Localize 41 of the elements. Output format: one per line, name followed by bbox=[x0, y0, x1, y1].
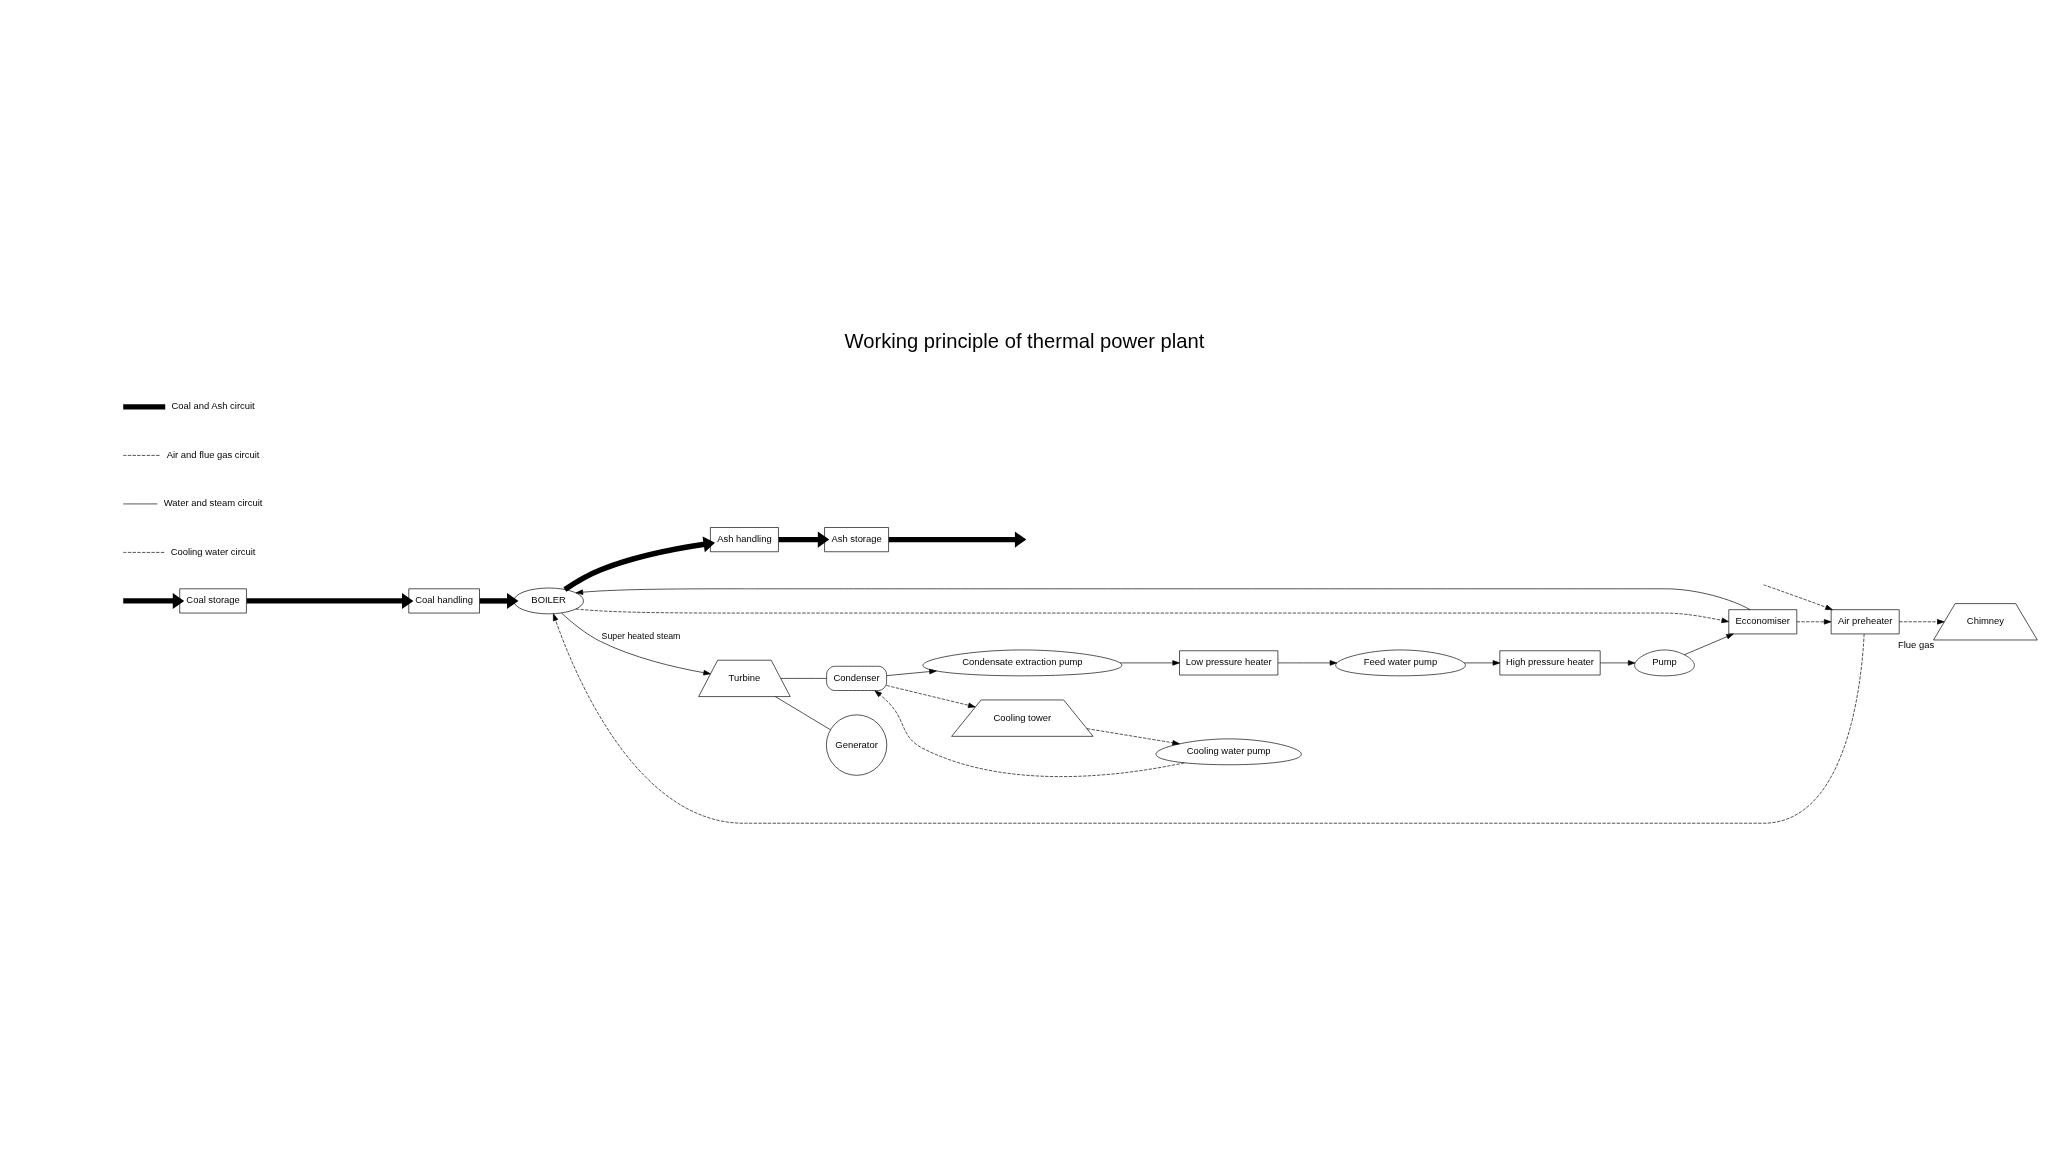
node-box: Air preheater bbox=[1830, 609, 1900, 635]
arrow bbox=[575, 608, 1729, 623]
legend-label: Water and steam circuit bbox=[163, 497, 262, 509]
connector bbox=[774, 696, 831, 731]
arrow bbox=[885, 668, 937, 676]
arrow bbox=[1683, 633, 1734, 655]
arrow bbox=[778, 531, 829, 548]
node-box: Condenser bbox=[825, 665, 887, 691]
node-box: Coal handling bbox=[407, 588, 480, 614]
node-box: Low pressure heater bbox=[1178, 650, 1278, 676]
connector bbox=[779, 678, 827, 679]
arrow bbox=[1463, 660, 1500, 666]
arrow bbox=[874, 690, 1185, 777]
arrow bbox=[1086, 728, 1180, 746]
arrow bbox=[1599, 660, 1635, 666]
node-box: High pressure heater bbox=[1499, 650, 1601, 676]
arrow bbox=[479, 592, 518, 609]
arrow bbox=[1796, 619, 1831, 625]
arrow bbox=[246, 592, 413, 609]
arrow bbox=[560, 612, 711, 676]
node-box: Coal storage bbox=[178, 588, 247, 614]
node-label: Flue gas bbox=[1897, 638, 1934, 650]
arrow bbox=[562, 536, 715, 592]
legend-label: Cooling water circuit bbox=[170, 545, 255, 557]
node-box: Ash handling bbox=[709, 527, 779, 553]
node-circle: Generator bbox=[825, 714, 887, 776]
diagram-title: Working principle of thermal power plant bbox=[844, 329, 1204, 352]
arrow bbox=[1119, 660, 1180, 666]
edge-label: Super heated steam bbox=[601, 630, 680, 641]
node-box: Ecconomiser bbox=[1727, 609, 1797, 635]
arrow bbox=[1762, 584, 1833, 610]
arrow bbox=[885, 685, 975, 708]
arrow bbox=[1277, 660, 1337, 666]
arrow bbox=[552, 613, 1864, 824]
arrow bbox=[575, 588, 1750, 610]
node-box: Ash storage bbox=[823, 527, 889, 553]
legend-label: Coal and Ash circuit bbox=[170, 400, 255, 412]
legend-label: Air and flue gas circuit bbox=[166, 448, 259, 460]
arrow bbox=[1898, 619, 1944, 625]
arrow bbox=[888, 531, 1026, 548]
arrow bbox=[122, 592, 184, 609]
